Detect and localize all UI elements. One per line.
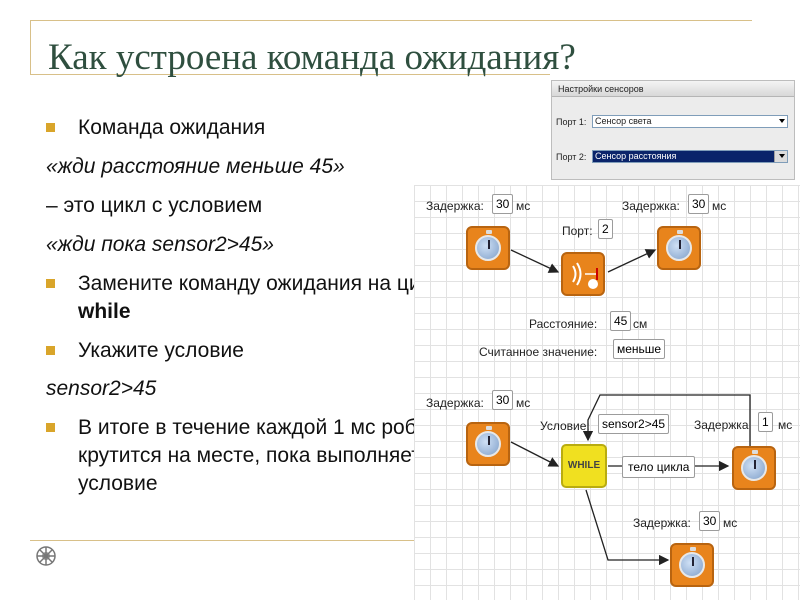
bullet-item: Команда ожидания (46, 114, 446, 142)
arrow-loop-back (582, 394, 751, 447)
delay-unit: мс (516, 396, 531, 410)
distance-field[interactable]: 45 (610, 311, 632, 331)
title-rule (30, 74, 550, 75)
left-accent-line (30, 20, 31, 74)
timer-block-icon[interactable] (670, 543, 714, 587)
delay-unit: мс (516, 199, 531, 213)
delay-label: Задержка: (426, 199, 484, 213)
port-field[interactable]: 2 (598, 219, 613, 239)
bottom-rule (30, 540, 414, 541)
top-rule (30, 20, 752, 21)
distance-label: Расстояние: (529, 317, 598, 331)
chevron-down-icon (779, 119, 785, 123)
port-label: Порт: (562, 224, 593, 238)
arrow-top-2 (607, 249, 657, 273)
delay-field[interactable]: 30 (688, 194, 710, 214)
bullet-item: Замените команду ожидания на цикл while (46, 270, 446, 326)
port1-label: Порт 1: (556, 117, 587, 127)
bullet-text: Команда ожидания «жди расстояние меньше … (46, 114, 446, 509)
arrow-to-while (510, 441, 560, 467)
read-value-label: Считанное значение: (479, 345, 598, 359)
timer-block-icon[interactable] (466, 422, 510, 466)
condition-label: Условие: (540, 419, 590, 433)
ornament-logo-icon (36, 546, 56, 566)
bullet-square-icon (46, 345, 55, 355)
italic-line: «жди пока sensor2>45» (46, 232, 274, 256)
delay-field[interactable]: 30 (492, 194, 514, 214)
delay-unit: мс (712, 199, 727, 213)
sensor-waves-icon (572, 262, 598, 289)
sensor-settings-panel: Настройки сенсоров Порт 1: Сенсор света … (551, 80, 795, 180)
condition-field[interactable]: sensor2>45 (598, 414, 670, 434)
slide-title: Как устроена команда ожидания? (48, 37, 576, 78)
port2-select[interactable]: Сенсор расстояния (592, 150, 788, 163)
panel-header: Настройки сенсоров (552, 81, 794, 97)
italic-line: sensor2>45 (46, 377, 157, 401)
delay-field[interactable]: 1 (758, 412, 773, 432)
chevron-down-icon (779, 154, 785, 158)
timer-block-icon[interactable] (466, 226, 510, 270)
delay-unit: мс (778, 418, 793, 432)
bullet-item: В итоге в течение каждой 1 мс робот крут… (46, 414, 446, 498)
timer-block-icon[interactable] (657, 226, 701, 270)
italic-line: «жди расстояние меньше 45» (46, 154, 345, 178)
delay-field[interactable]: 30 (492, 390, 514, 410)
read-value-field[interactable]: меньше (613, 339, 666, 359)
timer-block-icon[interactable] (732, 446, 776, 490)
arrow-exit (585, 489, 670, 566)
distance-unit: см (633, 317, 648, 331)
bullet-item: Укажите условие (46, 337, 446, 365)
delay-label: Задержка: (633, 516, 691, 530)
delay-label: Задержка (694, 418, 749, 432)
port2-label: Порт 2: (556, 152, 587, 162)
while-loop-block[interactable]: WHILE (561, 444, 607, 488)
bullet-square-icon (46, 278, 55, 288)
delay-label: Задержка: (622, 199, 680, 213)
dropdown-button[interactable] (774, 151, 787, 162)
delay-label: Задержка: (426, 396, 484, 410)
delay-unit: мс (723, 516, 738, 530)
plain-line: – это цикл с условием (46, 193, 263, 217)
distance-sensor-block-icon[interactable] (561, 252, 605, 296)
arrow-top-1 (510, 249, 560, 273)
delay-field[interactable]: 30 (699, 511, 721, 531)
bullet-square-icon (46, 423, 55, 433)
port1-select[interactable]: Сенсор света (592, 115, 788, 128)
bullet-square-icon (46, 123, 55, 132)
loop-body-label: тело цикла (622, 456, 696, 478)
